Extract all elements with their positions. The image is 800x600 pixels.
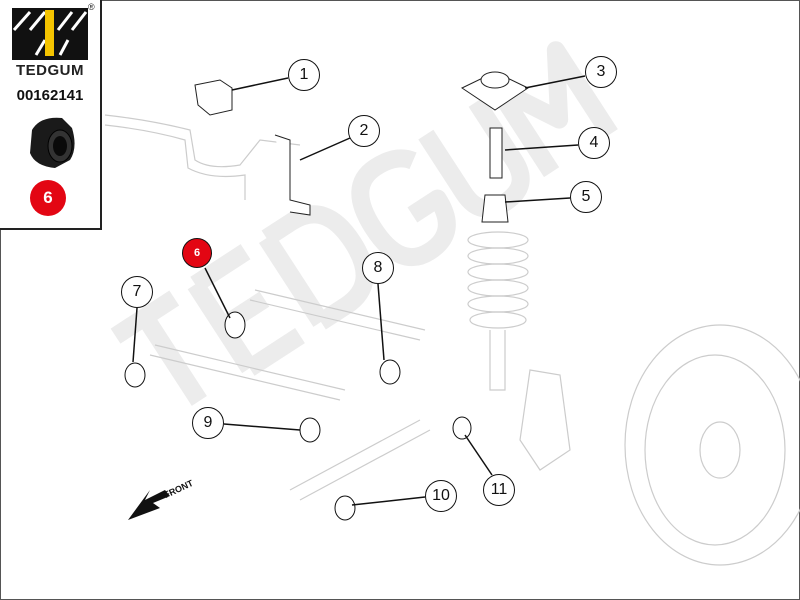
callout-3[interactable]: 3 [585,56,617,88]
part-4-bump-stop [489,127,503,179]
tedgum-logo [12,8,88,60]
product-info-box: ® TEDGUM 00162141 6 [0,0,102,230]
callout-6-highlighted[interactable]: 6 [182,238,212,268]
part-7-bushing [124,362,146,388]
callout-11[interactable]: 11 [483,474,515,506]
part-8-bushing [379,359,401,385]
registered-mark: ® [88,2,95,12]
part-5-bump-stop [481,194,509,223]
part-9-bushing [299,417,321,443]
part-6-bushing [224,311,246,339]
watermark-graphic [110,41,618,406]
upper-arm [249,289,426,341]
part-number: 00162141 [16,87,84,104]
brand-name: TEDGUM [16,62,84,79]
wheel [624,324,800,566]
callout-7[interactable]: 7 [121,276,153,308]
leader-lines [132,75,586,506]
highlighted-position-badge: 6 [30,180,66,216]
part-1-bushing [194,79,233,116]
part-10-bushing [334,495,356,521]
strut [489,330,506,391]
coil-spring [467,231,529,329]
callout-8[interactable]: 8 [362,252,394,284]
front-arrow-icon [128,490,170,520]
knuckle [519,369,571,471]
part-2-link [274,134,311,216]
callout-1[interactable]: 1 [288,59,320,91]
callout-9[interactable]: 9 [192,407,224,439]
callout-4[interactable]: 4 [578,127,610,159]
stabilizer-bar [104,114,301,168]
callout-5[interactable]: 5 [570,181,602,213]
callout-10[interactable]: 10 [425,480,457,512]
trailing-arm [289,419,431,501]
product-image-bushing [30,117,75,168]
part-3-mount [460,71,530,111]
lower-arm [149,344,346,401]
part-11-bushing [452,416,472,440]
callout-2[interactable]: 2 [348,115,380,147]
